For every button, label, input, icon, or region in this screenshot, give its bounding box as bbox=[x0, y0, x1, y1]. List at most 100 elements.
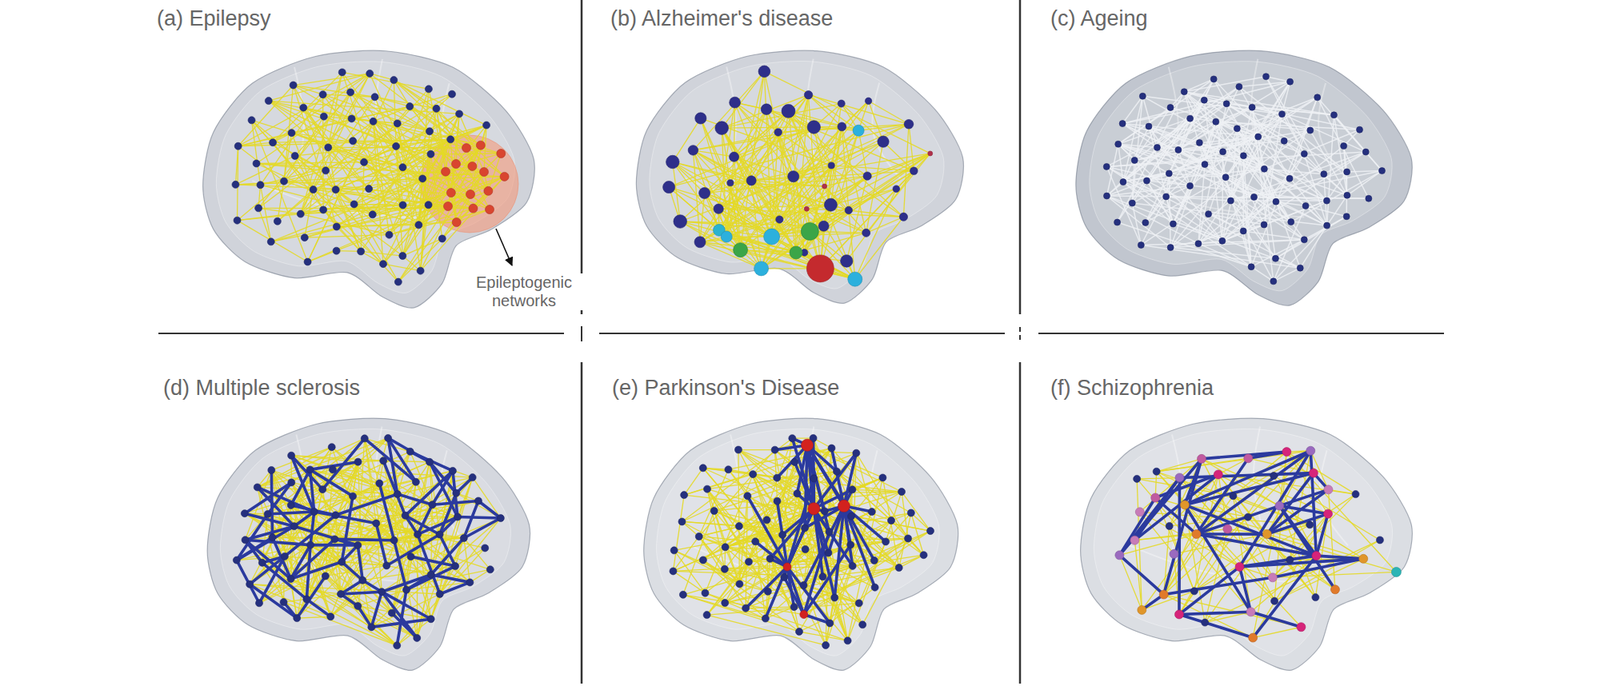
brain-region-node bbox=[444, 202, 453, 212]
network-link bbox=[703, 468, 778, 501]
brain-region-node bbox=[427, 571, 435, 579]
network-link bbox=[1146, 152, 1223, 181]
altered-link bbox=[429, 462, 456, 494]
brain-region-node bbox=[1340, 143, 1348, 150]
network-link bbox=[394, 494, 398, 541]
brain-region-node bbox=[729, 96, 741, 108]
brain-region-node bbox=[354, 602, 362, 610]
brain-region-node bbox=[390, 536, 398, 544]
brain-region-node bbox=[1153, 144, 1160, 151]
network-link bbox=[1300, 225, 1327, 268]
brain-region-node bbox=[320, 206, 328, 214]
network-link bbox=[238, 142, 273, 147]
altered-link bbox=[834, 506, 844, 599]
altered-link bbox=[340, 592, 382, 595]
brain-region-node bbox=[414, 531, 422, 539]
network-link bbox=[271, 206, 448, 242]
network-link bbox=[420, 176, 505, 272]
brain-region-node bbox=[385, 231, 393, 239]
brain-region-node bbox=[807, 120, 820, 134]
network-link bbox=[397, 123, 456, 164]
network-link bbox=[1347, 171, 1383, 172]
network-link bbox=[899, 513, 912, 569]
brain-region-node bbox=[280, 552, 288, 560]
brain-outline bbox=[207, 418, 530, 671]
brain-region-node bbox=[332, 186, 340, 194]
brain-region-node bbox=[1219, 237, 1226, 244]
brain-region-node bbox=[338, 558, 346, 566]
brain-region-node bbox=[264, 510, 272, 518]
network-link bbox=[313, 125, 487, 191]
network-link bbox=[398, 238, 443, 282]
brain-region-node bbox=[248, 116, 256, 124]
network-link bbox=[1258, 97, 1318, 137]
brain-region-node bbox=[300, 234, 308, 242]
brain-region-node bbox=[332, 223, 340, 231]
brain-region-node bbox=[720, 231, 732, 243]
brain-region-node bbox=[899, 212, 908, 221]
altered-link bbox=[755, 541, 788, 568]
brain-region-node bbox=[1288, 219, 1295, 226]
brain-region-node bbox=[380, 457, 388, 465]
network-link bbox=[420, 204, 429, 271]
brain-region-node bbox=[456, 110, 464, 118]
brain-region-node bbox=[848, 272, 863, 287]
brain-region-node bbox=[1167, 244, 1174, 252]
network-link bbox=[373, 121, 490, 210]
network-link bbox=[371, 538, 464, 628]
brain-region-node bbox=[468, 161, 477, 171]
brain-region-node bbox=[432, 104, 440, 112]
network-link bbox=[373, 121, 484, 172]
network-link bbox=[392, 482, 416, 614]
network-link bbox=[237, 220, 308, 263]
altered-link bbox=[249, 584, 297, 619]
brain-region-node bbox=[468, 204, 478, 213]
altered-link bbox=[236, 526, 295, 560]
network-link bbox=[236, 512, 315, 561]
network-link bbox=[1243, 231, 1304, 240]
network-link bbox=[1106, 144, 1118, 196]
brain-region-node bbox=[368, 211, 376, 219]
brain-region-node bbox=[427, 616, 435, 624]
brain-region-node bbox=[306, 466, 314, 474]
network-link bbox=[1216, 121, 1292, 222]
brain-region-node bbox=[496, 515, 504, 523]
brain-region-node bbox=[1180, 88, 1188, 96]
brain-region-node bbox=[425, 458, 433, 466]
brain-region-node bbox=[1223, 100, 1230, 108]
brain-region-node bbox=[1175, 146, 1182, 153]
brain-region-node bbox=[280, 599, 288, 607]
network-link bbox=[354, 204, 399, 282]
altered-link bbox=[747, 496, 788, 568]
brain-region-node bbox=[234, 142, 242, 150]
network-link bbox=[1106, 180, 1147, 196]
altered-link bbox=[417, 534, 440, 595]
brain-region-node bbox=[360, 158, 368, 166]
altered-link bbox=[341, 562, 363, 581]
brain-region-node bbox=[1236, 83, 1243, 90]
brain-region-node bbox=[328, 444, 336, 452]
brain-region-node bbox=[804, 91, 812, 100]
network-link bbox=[256, 116, 324, 164]
brain-region-node bbox=[348, 115, 356, 123]
brain-region-node bbox=[256, 600, 264, 608]
network-link bbox=[721, 128, 727, 237]
network-link bbox=[1327, 115, 1335, 226]
brain-region-node bbox=[862, 228, 871, 237]
brain-region-node bbox=[291, 152, 299, 160]
brain-region-node bbox=[1314, 94, 1321, 101]
network-link bbox=[1184, 76, 1266, 92]
brain-region-node bbox=[357, 248, 365, 256]
altered-link bbox=[268, 512, 315, 515]
network-link bbox=[858, 124, 909, 131]
brain-region-node bbox=[232, 180, 240, 188]
brain-region-node bbox=[332, 512, 340, 520]
network-link bbox=[808, 95, 909, 125]
network-link bbox=[1304, 216, 1347, 240]
network-link bbox=[373, 121, 384, 264]
network-link bbox=[718, 204, 831, 209]
network-link bbox=[718, 208, 761, 269]
network-link bbox=[456, 113, 460, 164]
network-link bbox=[765, 555, 924, 619]
altered-link bbox=[341, 496, 353, 563]
